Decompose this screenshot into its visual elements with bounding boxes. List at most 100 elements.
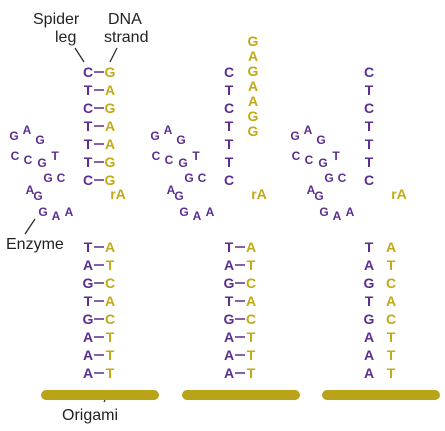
enzyme-loop-base: G <box>179 205 188 219</box>
spider-leg-label-line2: leg <box>55 29 76 46</box>
released-strand-base: A <box>248 78 258 94</box>
stem-left-base: C <box>83 172 93 188</box>
enzyme-loop-base: G <box>176 133 185 147</box>
anchor-left-base: G <box>364 311 375 327</box>
stem-left-base: T <box>365 82 374 98</box>
enzyme-loop-base: G <box>33 189 42 203</box>
enzyme-loop-base: G <box>174 189 183 203</box>
anchor-left-base: A <box>83 257 93 273</box>
origami-platform-3 <box>322 390 440 400</box>
origami-platform-2 <box>182 390 300 400</box>
enzyme-loop-base: G <box>319 205 328 219</box>
enzyme-label: Enzyme <box>6 236 64 253</box>
anchor-right-base: A <box>105 293 115 309</box>
anchor-left-base: T <box>365 239 374 255</box>
stem-right-base: A <box>105 82 115 98</box>
stem-right-base: A <box>105 136 115 152</box>
anchor-right-base: C <box>246 311 256 327</box>
stem-left-base: T <box>365 154 374 170</box>
dna-strand-label-line1: DNA <box>108 11 142 28</box>
enzyme-loop-base: A <box>23 123 32 137</box>
anchor-left-base: A <box>364 329 374 345</box>
stem-left-base: C <box>364 172 374 188</box>
anchor-left-base: G <box>364 275 375 291</box>
anchor-right-base: T <box>247 329 256 345</box>
anchor-right-base: T <box>387 329 396 345</box>
anchor-left-base: T <box>225 293 234 309</box>
stem-left-base: T <box>225 118 234 134</box>
stem-right-base: G <box>105 154 116 170</box>
anchor-left-base: A <box>224 365 234 381</box>
enzyme-loop-base: G <box>184 171 193 185</box>
enzyme-loop-base: A <box>304 123 313 137</box>
anchor-left-base: A <box>364 257 374 273</box>
anchor-right-base: C <box>386 275 396 291</box>
stem-left-base: T <box>365 118 374 134</box>
anchor-left-base: A <box>224 329 234 345</box>
enzyme-loop-base: G <box>150 129 159 143</box>
enzyme-loop-base: C <box>292 149 301 163</box>
anchor-left-base: A <box>83 347 93 363</box>
enzyme-loop-base: G <box>37 156 46 170</box>
enzyme-loop-base: A <box>346 205 355 219</box>
anchor-right-base: T <box>387 257 396 273</box>
anchor-left-base: T <box>365 293 374 309</box>
enzyme-loop-base: G <box>38 205 47 219</box>
anchor-right-base: C <box>105 275 115 291</box>
enzyme-loop-base: C <box>305 153 314 167</box>
enzyme-loop-base: T <box>51 149 59 163</box>
anchor-left-base: T <box>225 239 234 255</box>
enzyme-loop-base: C <box>152 149 161 163</box>
stem-right-base: G <box>105 100 116 116</box>
stem-left-base: T <box>225 154 234 170</box>
anchor-left-base: A <box>224 257 234 273</box>
anchor-left-base: T <box>84 239 93 255</box>
enzyme-loop-base: C <box>338 171 347 185</box>
ribo-adenine-marker: rA <box>110 186 126 202</box>
enzyme-loop-base: T <box>192 149 200 163</box>
anchor-right-base: C <box>105 311 115 327</box>
enzyme-loop-base: G <box>178 156 187 170</box>
released-strand-base: A <box>248 93 258 109</box>
stem-left-base: T <box>84 136 93 152</box>
anchor-left-base: A <box>224 347 234 363</box>
anchor-left-base: G <box>224 275 235 291</box>
released-strand-base: G <box>248 33 259 49</box>
enzyme-loop-base: C <box>57 171 66 185</box>
stem-left-base: C <box>224 64 234 80</box>
enzyme-loop-base: C <box>11 149 20 163</box>
anchor-left-base: A <box>83 365 93 381</box>
enzyme-loop-base: G <box>324 171 333 185</box>
anchor-left-base: G <box>83 275 94 291</box>
enzyme-loop-base: T <box>332 149 340 163</box>
dna-strand-pointer <box>109 47 118 63</box>
released-strand-base: G <box>248 123 259 139</box>
stem-left-base: T <box>84 118 93 134</box>
stem-left-base: T <box>84 82 93 98</box>
stem-left-base: C <box>83 100 93 116</box>
enzyme-loop-base: A <box>52 209 61 223</box>
enzyme-loop-base: A <box>193 209 202 223</box>
enzyme-loop-base: G <box>290 129 299 143</box>
stem-left-base: C <box>83 64 93 80</box>
stem-right-base: G <box>105 172 116 188</box>
origami-platform-1 <box>41 390 159 400</box>
anchor-right-base: T <box>106 347 115 363</box>
anchor-right-base: T <box>387 365 396 381</box>
anchor-right-base: T <box>106 257 115 273</box>
anchor-right-base: A <box>246 293 256 309</box>
enzyme-loop-base: A <box>65 205 74 219</box>
enzyme-loop-base: G <box>316 133 325 147</box>
enzyme-loop-base: C <box>198 171 207 185</box>
released-strand-base: G <box>248 63 259 79</box>
anchor-right-base: T <box>106 365 115 381</box>
anchor-right-base: A <box>386 239 396 255</box>
origami-label: Origami <box>62 407 118 424</box>
ribo-adenine-marker: rA <box>391 186 407 202</box>
enzyme-loop-base: A <box>164 123 173 137</box>
anchor-right-base: A <box>246 239 256 255</box>
enzyme-loop-base: A <box>333 209 342 223</box>
stem-left-base: T <box>365 136 374 152</box>
stem-left-base: C <box>224 100 234 116</box>
enzyme-loop-base: G <box>43 171 52 185</box>
